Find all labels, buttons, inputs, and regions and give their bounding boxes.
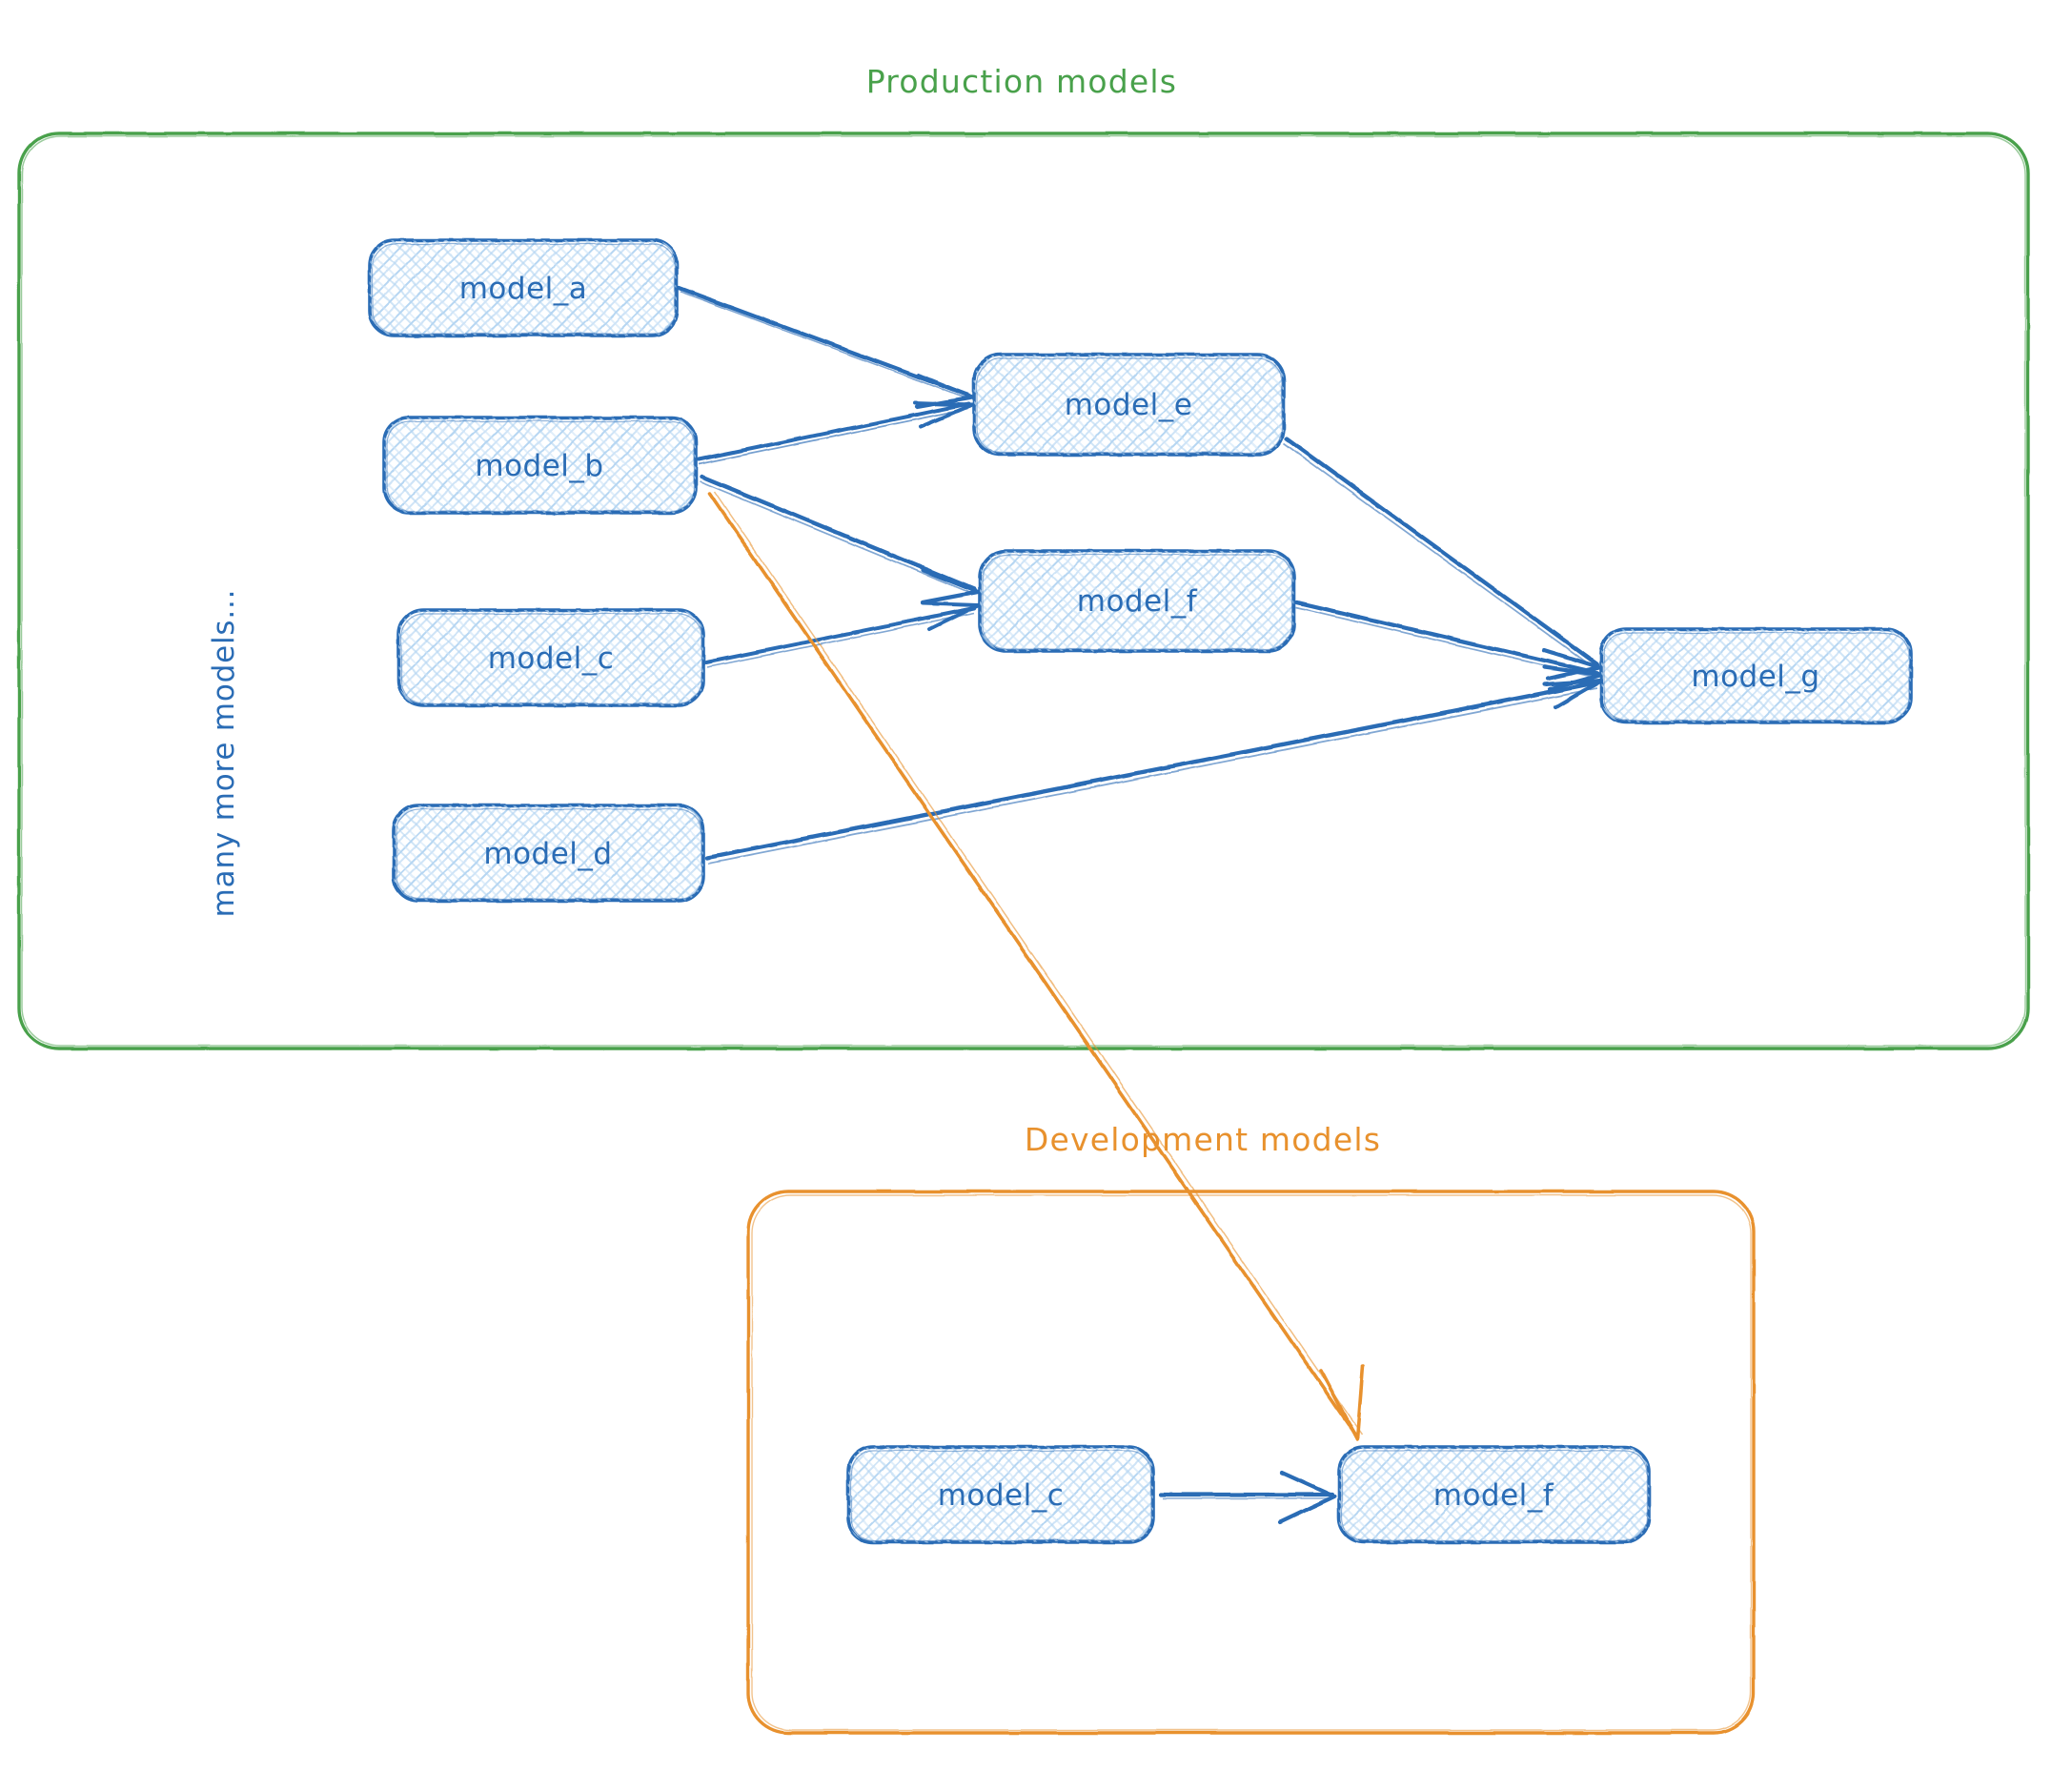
development-group-border bbox=[746, 1190, 1756, 1735]
node-label: model_b bbox=[475, 449, 603, 483]
node-prod-model-d[interactable]: model_d bbox=[392, 804, 705, 903]
node-box-hatch-overlay bbox=[974, 355, 1284, 455]
node-box-hatch-overlay bbox=[980, 551, 1294, 651]
edge-b-to-f bbox=[699, 474, 981, 605]
node-box-hatch-overlay bbox=[398, 610, 703, 705]
node-label: model_c bbox=[488, 641, 615, 676]
node-prod-model-e[interactable]: model_e bbox=[972, 353, 1286, 457]
production-group-border-sketch bbox=[21, 135, 2026, 1047]
node-box-hatch-overlay bbox=[848, 1447, 1153, 1542]
node-box-sketch bbox=[396, 808, 702, 900]
edge-devc-to-devf bbox=[1158, 1470, 1337, 1525]
group-production-container bbox=[17, 132, 2030, 1050]
node-dev-model-c[interactable]: model_c bbox=[846, 1445, 1155, 1544]
node-label: model_a bbox=[459, 272, 588, 306]
node-label: model_d bbox=[483, 837, 612, 871]
node-box-hatch-overlay bbox=[1601, 629, 1911, 723]
node-box-sketch bbox=[400, 613, 702, 704]
edges-layer bbox=[676, 285, 1604, 1525]
node-label: model_f bbox=[1433, 1478, 1554, 1513]
node-prod-model-g[interactable]: model_g bbox=[1599, 627, 1913, 724]
node-box-hatch-overlay bbox=[394, 805, 703, 901]
node-box-sketch bbox=[1341, 1450, 1648, 1541]
many-more-models-note: many more models... bbox=[207, 589, 241, 918]
production-group-title: Production models bbox=[866, 63, 1177, 100]
node-label: model_c bbox=[938, 1478, 1065, 1513]
node-label: model_g bbox=[1691, 660, 1819, 694]
group-development-container bbox=[746, 1190, 1756, 1735]
node-prod-model-a[interactable]: model_a bbox=[368, 238, 679, 337]
node-box-sketch bbox=[372, 243, 676, 335]
node-box-hatch-overlay bbox=[1339, 1447, 1649, 1542]
node-box-hatch-overlay bbox=[370, 240, 677, 336]
edge-a-to-e bbox=[676, 285, 975, 410]
edge-prod-b-to-dev-f bbox=[708, 491, 1365, 1441]
production-group-border bbox=[17, 132, 2030, 1050]
node-box-sketch bbox=[386, 420, 695, 512]
node-box-hatch-overlay bbox=[384, 417, 696, 513]
edge-b-to-e bbox=[697, 401, 974, 465]
node-prod-model-c[interactable]: model_c bbox=[396, 608, 705, 707]
node-prod-model-f[interactable]: model_f bbox=[978, 549, 1296, 653]
node-box-sketch bbox=[976, 357, 1283, 454]
node-label: model_e bbox=[1065, 388, 1193, 422]
edge-c-to-f bbox=[704, 601, 980, 668]
development-group-border-sketch bbox=[751, 1194, 1752, 1731]
node-box-sketch bbox=[850, 1450, 1152, 1541]
node-prod-model-b[interactable]: model_b bbox=[382, 416, 698, 515]
edge-d-to-g bbox=[704, 678, 1604, 865]
node-label: model_f bbox=[1077, 584, 1198, 619]
node-box-sketch bbox=[1603, 632, 1910, 722]
node-box-sketch bbox=[982, 554, 1293, 650]
node-dev-model-f[interactable]: model_f bbox=[1337, 1445, 1651, 1544]
edge-e-to-g bbox=[1283, 436, 1602, 682]
development-group-title: Development models bbox=[1025, 1121, 1381, 1158]
